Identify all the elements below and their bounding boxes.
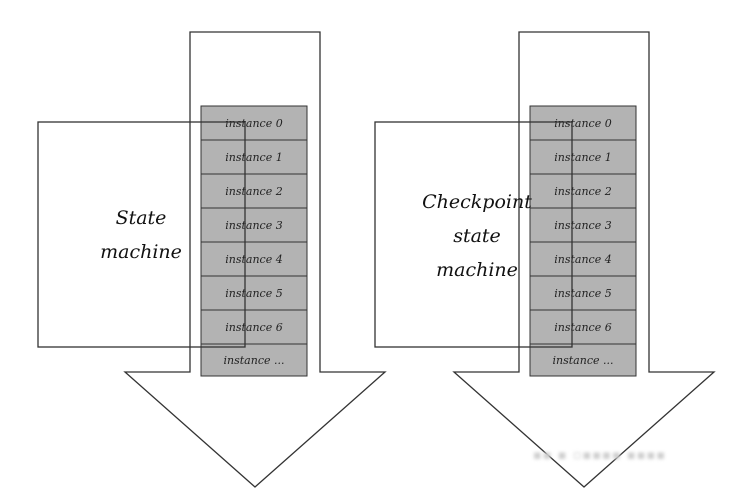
right-instance-cell-7: instance ... — [529, 343, 637, 377]
left-machine-label-line-1: machine — [100, 241, 182, 263]
left-instance-cell-3: instance 3 — [200, 207, 308, 243]
right-instance-cell-0: instance 0 — [529, 105, 637, 141]
left-diagram: instance 0 instance 1 instance 2 instanc… — [37, 31, 387, 488]
right-machine-label-line-0: Checkpoint — [422, 191, 532, 213]
right-instance-stack: instance 0 instance 1 instance 2 instanc… — [529, 105, 637, 377]
right-down-arrow — [452, 31, 716, 488]
right-instance-cell-1: instance 1 — [529, 139, 637, 175]
right-checkpoint-machine-box — [374, 121, 573, 348]
left-instance-label-2: instance 2 — [225, 185, 282, 198]
left-instance-cell-7: instance ... — [200, 343, 308, 377]
right-machine-label-line-2: machine — [436, 259, 518, 281]
left-instance-label-3: instance 3 — [225, 219, 282, 232]
right-diagram: instance 0 instance 1 instance 2 instanc… — [374, 31, 716, 488]
left-instance-cell-1: instance 1 — [200, 139, 308, 175]
right-machine-label-line-1: state — [453, 225, 501, 247]
right-instance-label-0: instance 0 — [554, 117, 611, 130]
left-instance-cell-4: instance 4 — [200, 241, 308, 277]
left-instance-label-1: instance 1 — [225, 151, 282, 164]
left-instance-cell-6: instance 6 — [200, 309, 308, 345]
right-instance-label-1: instance 1 — [554, 151, 611, 164]
left-state-machine-box — [37, 121, 246, 348]
right-instance-label-6: instance 6 — [554, 321, 611, 334]
left-machine-label-line-0: State — [116, 207, 167, 229]
right-instance-cell-6: instance 6 — [529, 309, 637, 345]
left-instance-label-4: instance 4 — [225, 253, 282, 266]
right-instance-cell-2: instance 2 — [529, 173, 637, 209]
left-instance-label-5: instance 5 — [225, 287, 282, 300]
left-down-arrow — [123, 31, 387, 488]
left-instance-label-0: instance 0 — [225, 117, 282, 130]
right-instance-cell-4: instance 4 — [529, 241, 637, 277]
right-instance-cell-5: instance 5 — [529, 275, 637, 311]
right-instance-label-7: instance ... — [553, 354, 614, 367]
right-instance-cell-3: instance 3 — [529, 207, 637, 243]
left-instance-cell-5: instance 5 — [200, 275, 308, 311]
right-instance-label-4: instance 4 — [554, 253, 611, 266]
right-instance-label-2: instance 2 — [554, 185, 611, 198]
left-instance-label-7: instance ... — [224, 354, 285, 367]
right-instance-label-5: instance 5 — [554, 287, 611, 300]
left-instance-label-6: instance 6 — [225, 321, 282, 334]
blurred-watermark: ▪▪ ▪ ▫▪▪▪▪ ▪▪▪▪ — [533, 448, 667, 463]
left-instance-cell-2: instance 2 — [200, 173, 308, 209]
right-instance-label-3: instance 3 — [554, 219, 611, 232]
left-instance-cell-0: instance 0 — [200, 105, 308, 141]
left-instance-stack: instance 0 instance 1 instance 2 instanc… — [200, 105, 308, 377]
